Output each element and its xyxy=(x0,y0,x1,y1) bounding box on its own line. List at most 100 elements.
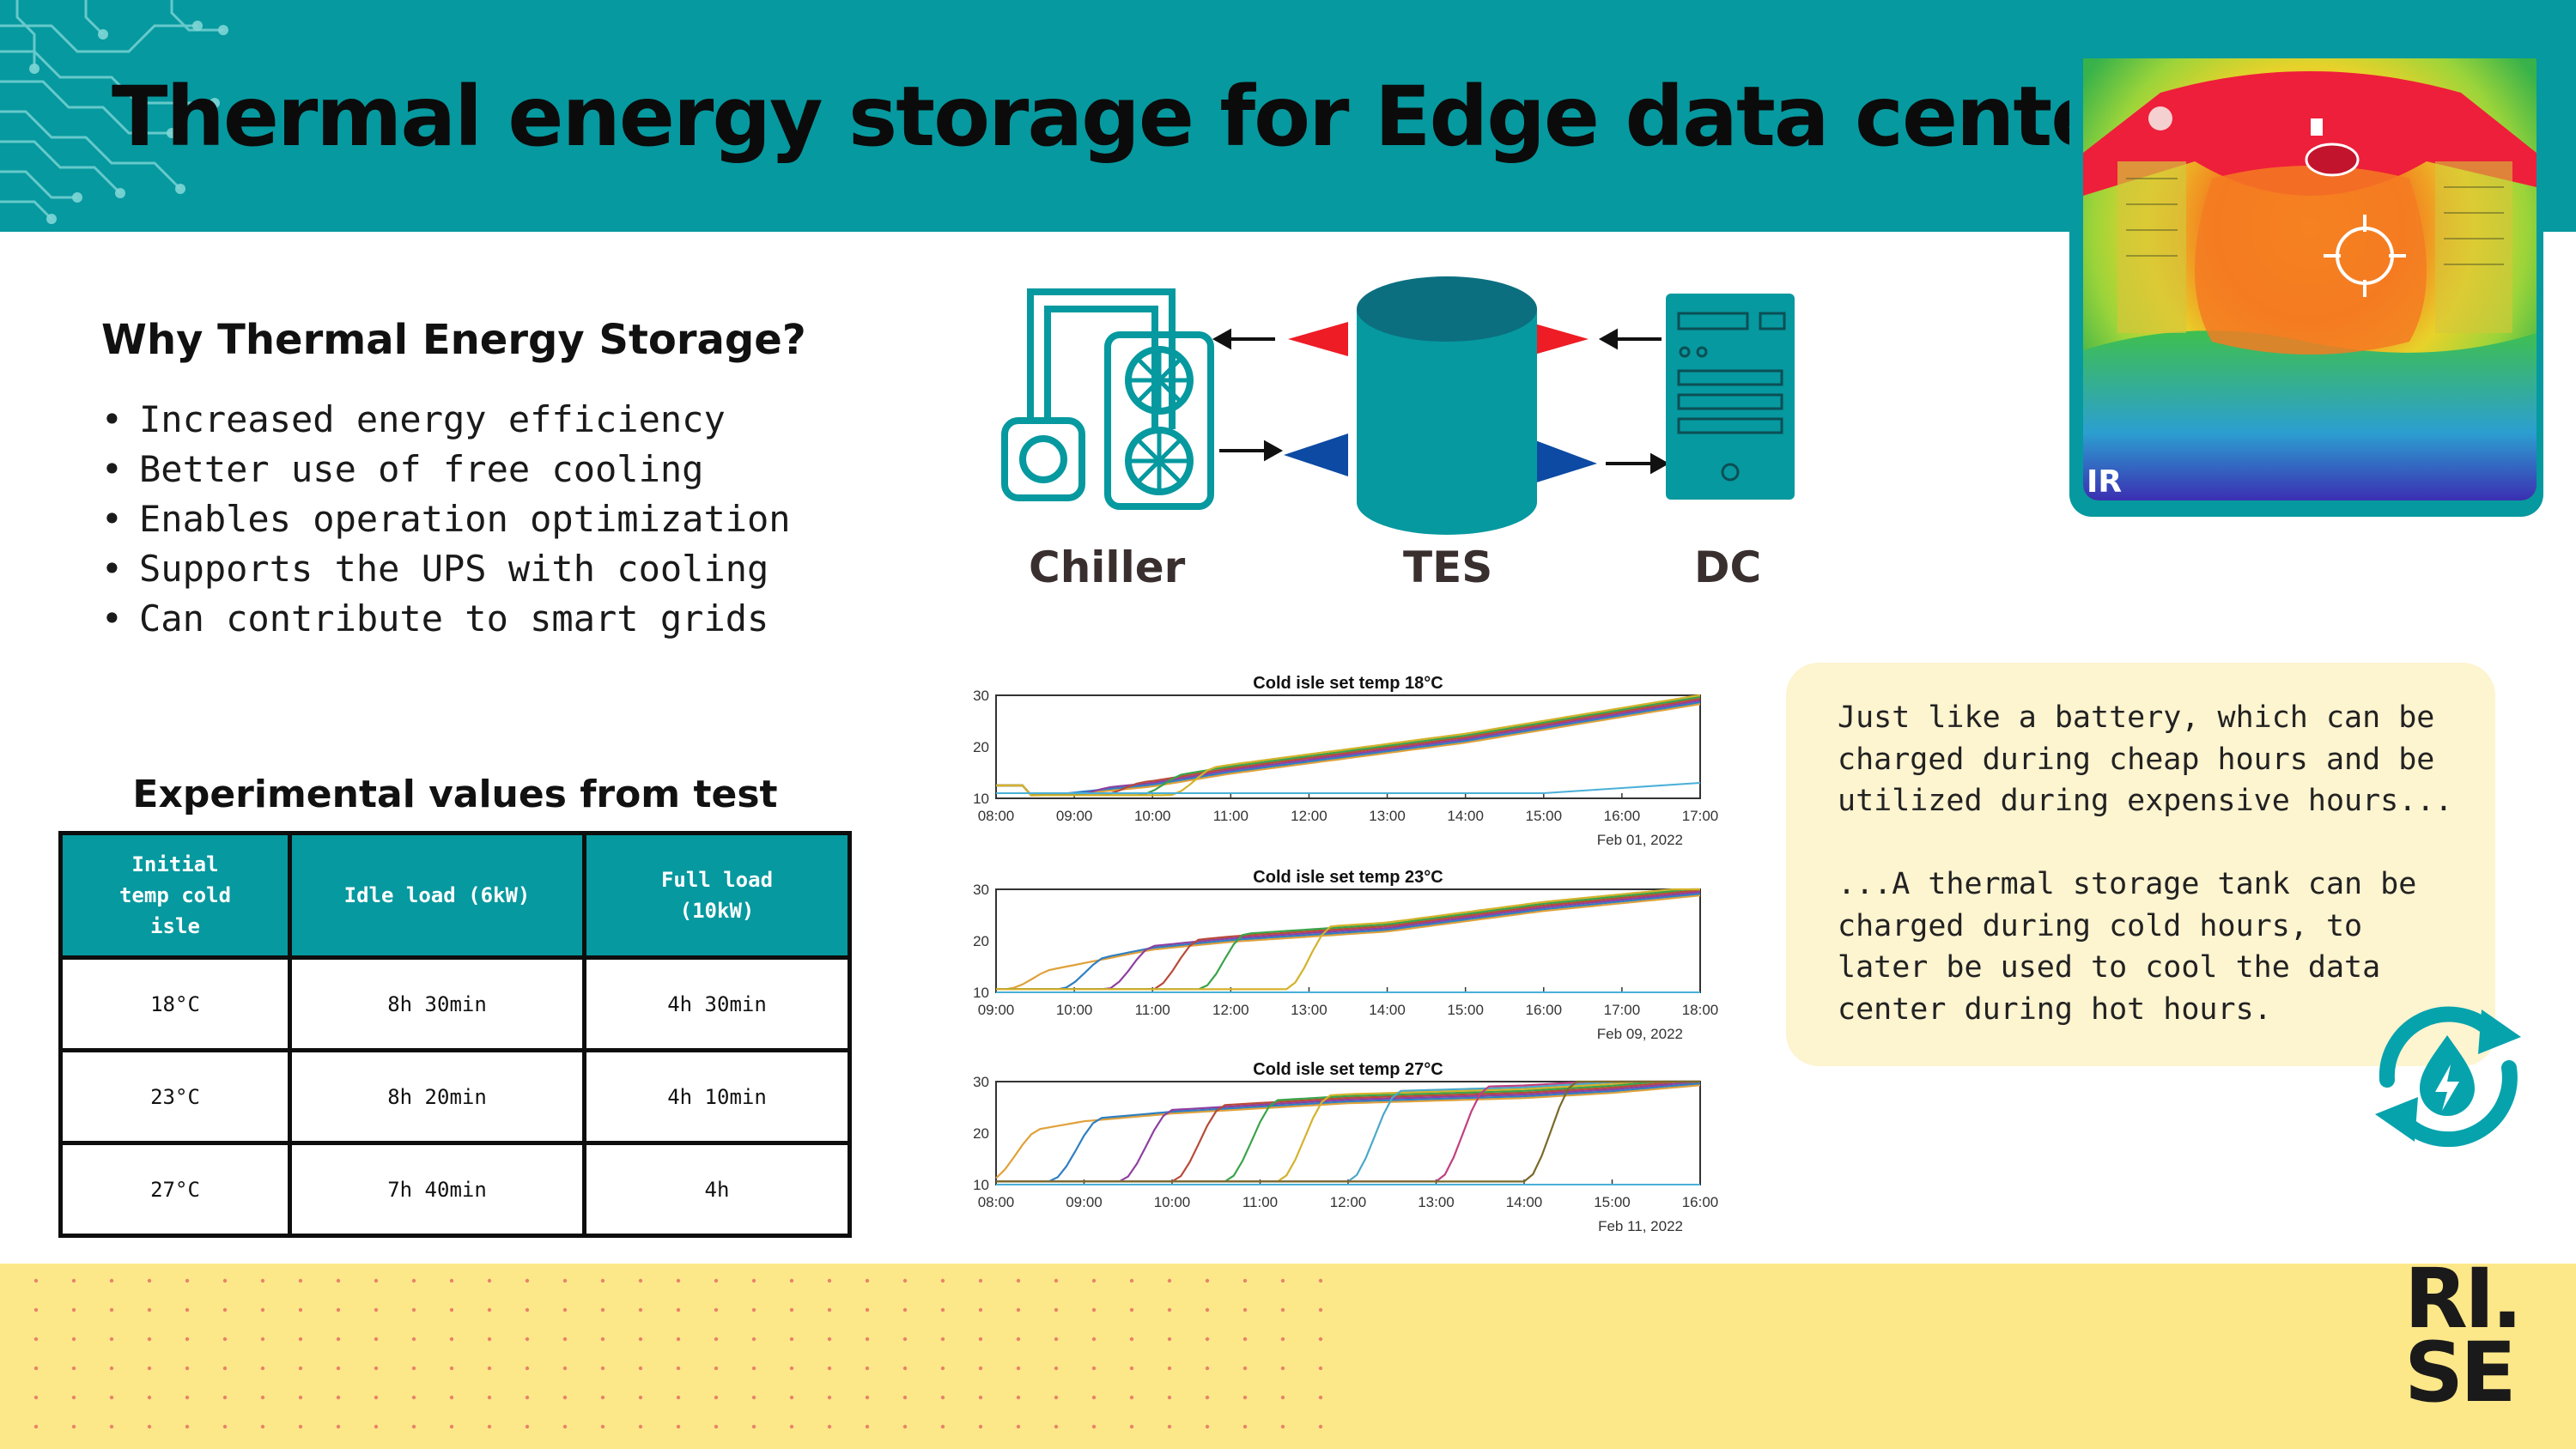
dc-label: DC xyxy=(1694,543,1762,592)
table-cell: 8h 20min xyxy=(288,1048,586,1145)
warm-flow-right-icon xyxy=(1528,322,1589,356)
decor-dot xyxy=(71,1424,76,1429)
decor-dot xyxy=(1091,1307,1097,1313)
list-item: Can contribute to smart grids xyxy=(101,594,791,644)
list-item: Better use of free cooling xyxy=(101,445,791,494)
decor-dot xyxy=(185,1395,190,1400)
decor-dot xyxy=(298,1366,303,1371)
decor-dot xyxy=(600,1307,605,1313)
decor-dot xyxy=(222,1337,228,1342)
decor-dot xyxy=(71,1307,76,1313)
series-line-baseline xyxy=(996,782,1701,794)
date-label: Feb 09, 2022 xyxy=(1597,1026,1683,1042)
decor-dot xyxy=(865,1395,870,1400)
decor-dot xyxy=(562,1337,568,1342)
y-tick-label: 10 xyxy=(973,1177,989,1193)
decor-dot xyxy=(827,1307,832,1313)
decor-dot xyxy=(1205,1424,1210,1429)
decor-dot xyxy=(298,1307,303,1313)
decor-dot xyxy=(411,1395,416,1400)
decor-dot xyxy=(1091,1366,1097,1371)
decor-dot xyxy=(411,1307,416,1313)
decor-dot xyxy=(751,1307,756,1313)
decor-dot xyxy=(1280,1395,1285,1400)
decor-dot xyxy=(751,1424,756,1429)
decor-dot xyxy=(676,1278,681,1283)
decor-dot xyxy=(865,1424,870,1429)
decor-dot xyxy=(260,1395,265,1400)
x-tick-label: 09:00 xyxy=(978,1002,1015,1018)
decor-dot xyxy=(600,1395,605,1400)
decor-dot xyxy=(562,1395,568,1400)
decor-dot xyxy=(1054,1424,1059,1429)
decor-dot xyxy=(865,1337,870,1342)
x-tick-label: 15:00 xyxy=(1526,808,1563,824)
decor-dot xyxy=(1054,1337,1059,1342)
decor-dot xyxy=(789,1337,794,1342)
x-tick-label: 11:00 xyxy=(1242,1194,1278,1210)
decor-dot xyxy=(676,1337,681,1342)
decor-dot xyxy=(71,1337,76,1342)
decor-dot xyxy=(638,1307,643,1313)
series-line xyxy=(995,1084,1701,1179)
thermal-camera-image: IR xyxy=(2069,53,2543,517)
x-tick-label: 12:00 xyxy=(1291,808,1327,824)
decor-dot xyxy=(1167,1278,1172,1283)
decor-dot xyxy=(487,1424,492,1429)
decor-dot xyxy=(147,1366,152,1371)
decor-dot xyxy=(1016,1278,1021,1283)
x-tick-label: 09:00 xyxy=(1056,808,1093,824)
x-tick-label: 18:00 xyxy=(1682,1002,1719,1018)
series-line xyxy=(996,893,1701,991)
decor-dot xyxy=(1054,1366,1059,1371)
decor-dot xyxy=(1318,1366,1323,1371)
plot-frame xyxy=(995,694,1701,799)
decor-dot xyxy=(147,1395,152,1400)
decor-dot xyxy=(751,1278,756,1283)
decor-dot xyxy=(1016,1366,1021,1371)
decor-dot xyxy=(1242,1278,1248,1283)
decor-dot xyxy=(562,1307,568,1313)
decor-dot xyxy=(1280,1366,1285,1371)
decor-dot xyxy=(827,1337,832,1342)
chart-title: Cold isle set temp 23°C xyxy=(1253,868,1443,887)
decor-dot xyxy=(222,1395,228,1400)
y-tick-label: 30 xyxy=(973,688,989,704)
list-item: Enables operation optimization xyxy=(101,494,791,544)
analogy-callout xyxy=(1786,663,2495,1066)
decor-dot xyxy=(1242,1366,1248,1371)
x-tick-label: 08:00 xyxy=(978,1194,1015,1210)
decor-dot xyxy=(789,1278,794,1283)
y-tick-label: 20 xyxy=(973,1125,989,1142)
x-tick-label: 13:00 xyxy=(1369,808,1406,824)
decor-dot xyxy=(1280,1337,1285,1342)
decor-dot xyxy=(1016,1307,1021,1313)
table-cell: 7h 40min xyxy=(288,1141,586,1238)
x-tick-label: 17:00 xyxy=(1604,1002,1641,1018)
table-row: 23°C 8h 20min 4h 10min xyxy=(58,1048,852,1145)
decor-dot xyxy=(222,1366,228,1371)
decor-dot xyxy=(109,1366,114,1371)
table-header-cell: Full load (10kW) xyxy=(582,831,852,960)
x-tick-label: 10:00 xyxy=(1154,1194,1191,1210)
decor-dot xyxy=(487,1307,492,1313)
decor-dot xyxy=(298,1337,303,1342)
decor-dot xyxy=(487,1278,492,1283)
decor-dot xyxy=(902,1395,908,1400)
decor-dot xyxy=(260,1278,265,1283)
decor-dot xyxy=(185,1278,190,1283)
series-line xyxy=(996,890,1701,991)
decor-dot xyxy=(1242,1395,1248,1400)
decor-dot xyxy=(562,1366,568,1371)
analogy-text: Just like a battery, which can be charge… xyxy=(1838,700,2453,1027)
decor-dot xyxy=(147,1337,152,1342)
decor-dot xyxy=(600,1366,605,1371)
decor-dot xyxy=(714,1424,719,1429)
y-tick-label: 30 xyxy=(973,882,989,898)
chiller-icon xyxy=(1001,288,1214,510)
x-tick-label: 15:00 xyxy=(1594,1194,1631,1210)
table-row: 27°C 7h 40min 4h xyxy=(58,1141,852,1238)
decor-dot xyxy=(336,1424,341,1429)
series-line xyxy=(996,694,1701,797)
decor-dot xyxy=(600,1337,605,1342)
